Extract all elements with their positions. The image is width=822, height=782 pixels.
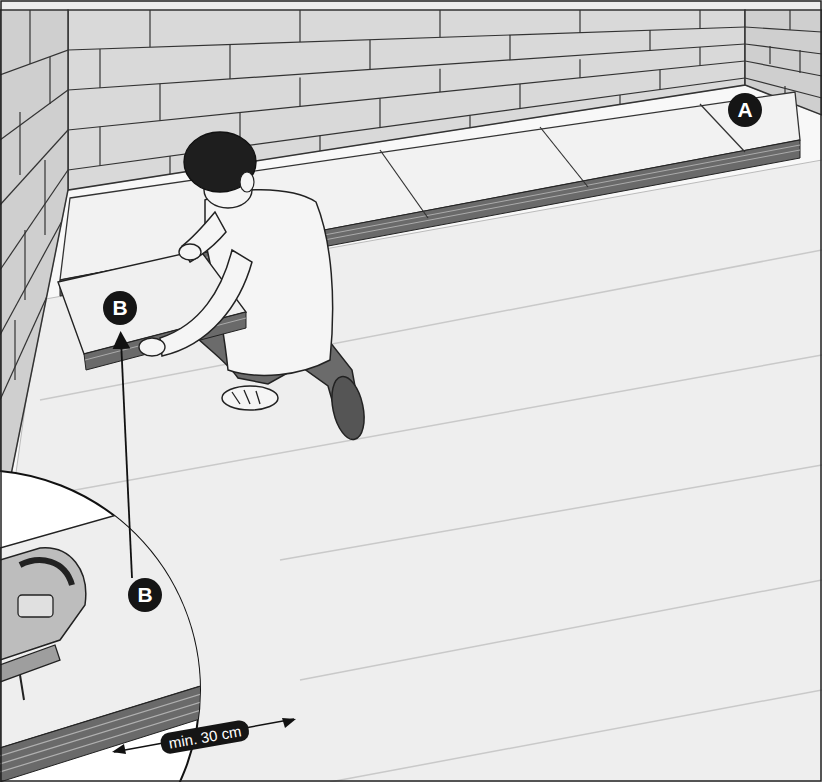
right-wall-blocks bbox=[745, 10, 822, 100]
board-stack-layers bbox=[0, 666, 292, 772]
dimension-arrowhead bbox=[112, 744, 126, 754]
inset-content bbox=[0, 505, 292, 782]
board-strip-top bbox=[60, 92, 800, 280]
left-wall bbox=[0, 10, 68, 480]
hair bbox=[184, 132, 256, 192]
hand bbox=[179, 244, 201, 260]
callout-letter: A bbox=[728, 93, 762, 127]
left-wall-blocks bbox=[0, 10, 68, 400]
arm bbox=[160, 250, 252, 356]
callout-letter: B bbox=[128, 578, 162, 612]
ear bbox=[240, 172, 254, 192]
shoe bbox=[327, 374, 370, 443]
board-seams bbox=[380, 104, 745, 218]
shoe-laces bbox=[232, 390, 260, 404]
leader-arrow bbox=[121, 340, 132, 578]
callout-letter: B bbox=[103, 291, 137, 325]
shoe bbox=[222, 386, 278, 410]
hand bbox=[139, 338, 165, 356]
board-stack-edge bbox=[0, 658, 292, 782]
dimension-arrowhead bbox=[282, 718, 296, 728]
jigsaw bbox=[0, 548, 86, 700]
